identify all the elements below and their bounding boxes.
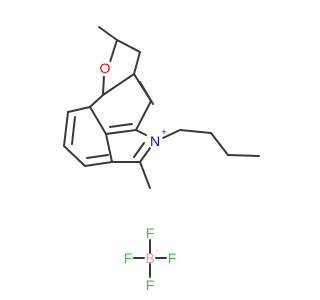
bond-ch2-ar — [133, 51, 141, 75]
fluorine-right-label: F — [168, 250, 177, 266]
structure-canvas: O N + F F B - F F — [63, 26, 260, 293]
bond-n-cme-dbl — [133, 142, 145, 158]
fluorine-top-label: F — [146, 225, 155, 241]
nitrogen-charge: + — [161, 127, 166, 137]
bond-ring-b3 — [63, 145, 86, 167]
atom-oxygen: O — [97, 60, 113, 76]
bf4-bonds — [133, 239, 167, 278]
bond-ch-ch2 — [116, 39, 141, 53]
nitrogen-label: N — [150, 133, 160, 149]
bond-ring-a6 — [89, 94, 104, 108]
boron-charge: - — [156, 245, 159, 255]
bond-methyl-top — [98, 26, 118, 41]
oxygen-label: O — [100, 60, 111, 76]
bond-methyl-bottom — [139, 161, 151, 189]
fluorine-bottom-label: F — [146, 277, 155, 293]
bond-ring-b4 — [84, 161, 113, 167]
fluorine-left-label: F — [124, 250, 133, 266]
bond-ring-b1 — [67, 106, 91, 113]
bond-ring-b2-dbl — [71, 116, 76, 145]
bond-ring-a1 — [102, 73, 135, 96]
bond-ring-a4-dbl — [109, 123, 133, 128]
bond-ring-b4-dbl — [86, 154, 109, 159]
bond-n-cme — [139, 147, 151, 163]
atom-nitrogen: N + — [147, 127, 167, 149]
bond-ring-a3 — [135, 100, 152, 131]
bond-butyl-4 — [227, 154, 260, 157]
bond-o-ar — [102, 74, 105, 96]
bond-ring-b2 — [63, 111, 69, 147]
bond-ch-o — [109, 39, 118, 63]
bond-n-butyl-1 — [162, 129, 181, 139]
bond-butyl-3 — [210, 132, 229, 156]
bond-c-n — [135, 129, 147, 136]
bond-ring-a4 — [105, 129, 137, 135]
structure-diagram: O N + F F B - F F — [63, 26, 260, 293]
bond-ring-a5 — [89, 106, 107, 135]
bond-ring-b5 — [105, 133, 113, 163]
cation-bonds — [63, 26, 260, 189]
bond-butyl-2 — [179, 129, 212, 134]
bf4-atoms: F F B - F F — [124, 225, 177, 293]
boron-label: B — [145, 250, 154, 266]
